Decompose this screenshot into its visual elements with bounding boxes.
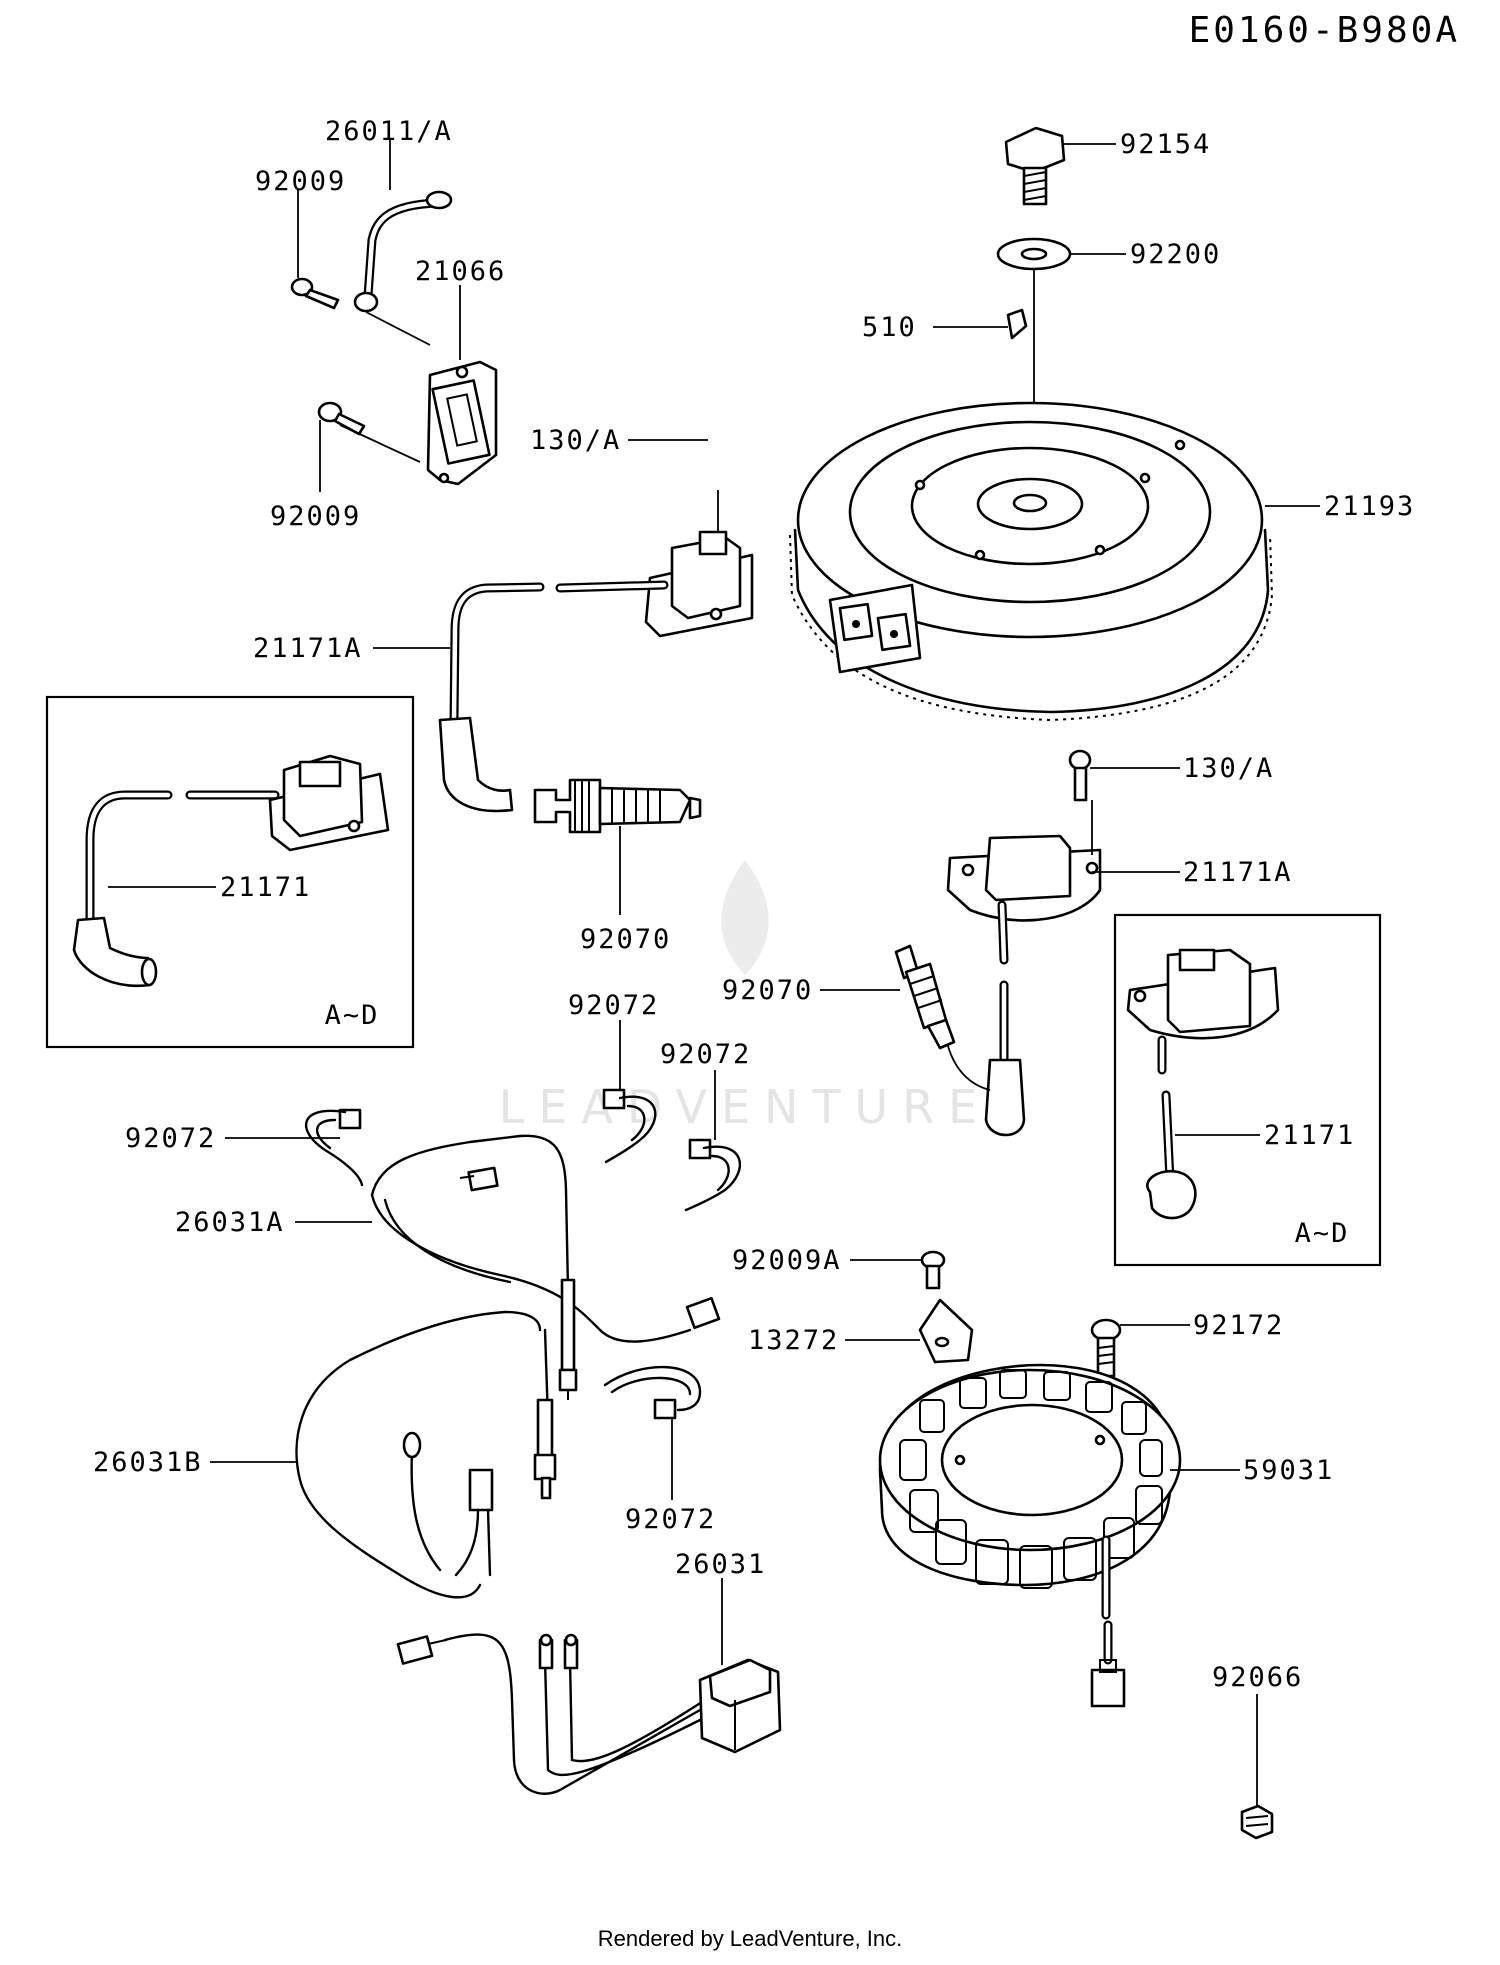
inset-box-right xyxy=(1113,913,1382,1267)
callout-26031: 26031 xyxy=(675,1549,766,1580)
callout-92072-a: 92072 xyxy=(568,990,659,1021)
spark-plug-92070-right xyxy=(894,944,991,1091)
callout-21171-inset-left: 21171 xyxy=(220,872,311,903)
washer-92200 xyxy=(996,237,1072,271)
callout-92154: 92154 xyxy=(1120,129,1211,160)
flywheel-21193 xyxy=(789,401,1274,722)
bolt-92154 xyxy=(1004,126,1066,206)
bolt-92009a xyxy=(920,1250,946,1290)
callout-92072-b: 92072 xyxy=(660,1039,751,1070)
leader-lines xyxy=(108,140,1320,1806)
ignition-coil-21171a-left xyxy=(438,530,754,813)
callout-92072-d: 92072 xyxy=(625,1504,716,1535)
screw-92009-bottom xyxy=(317,401,366,436)
callout-92009-top: 92009 xyxy=(255,166,346,197)
stator-59031 xyxy=(878,1363,1182,1708)
callout-13272: 13272 xyxy=(748,1325,839,1356)
callout-92072-c: 92072 xyxy=(125,1123,216,1154)
bolt-92172 xyxy=(1090,1318,1122,1378)
bracket-13272 xyxy=(918,1298,974,1364)
bolt-130a-right xyxy=(1068,749,1092,802)
ignition-coil-21171-inset-left xyxy=(72,754,390,988)
callout-21066: 21066 xyxy=(415,256,506,287)
ground-wire-26011a xyxy=(353,190,453,313)
callout-21171-inset-right: 21171 xyxy=(1264,1120,1355,1151)
clamp-92072-c xyxy=(684,1138,742,1212)
harness-26031b xyxy=(295,1310,557,1599)
callout-130a-top: 130/A xyxy=(530,425,621,456)
nut-92066 xyxy=(1240,1804,1274,1840)
callout-21171a-left: 21171A xyxy=(253,633,363,664)
watermark: LEADVENTURE xyxy=(499,860,992,1134)
inset-box-left xyxy=(45,695,415,1049)
callout-92009-bottom: 92009 xyxy=(270,501,361,532)
callout-130a-right: 130/A xyxy=(1183,753,1274,784)
callout-92200: 92200 xyxy=(1130,239,1221,270)
callout-26031a: 26031A xyxy=(175,1207,285,1238)
callout-26011a: 26011/A xyxy=(325,116,453,147)
clamp-92072-b xyxy=(602,1088,657,1164)
callout-labels: 26011/A 92009 21066 92009 92154 92200 51… xyxy=(93,116,1415,1693)
module-21066 xyxy=(426,360,498,486)
callout-21171a-right: 21171A xyxy=(1183,857,1293,888)
ignition-coil-21171-inset-right xyxy=(1126,948,1280,1220)
callout-21193: 21193 xyxy=(1324,491,1415,522)
watermark-text: LEADVENTURE xyxy=(499,1080,992,1134)
callout-510: 510 xyxy=(862,312,917,343)
screw-92009-top xyxy=(290,277,340,310)
footer-credit: Rendered by LeadVenture, Inc. xyxy=(598,1926,903,1951)
callout-26031b: 26031B xyxy=(93,1447,203,1478)
key-510 xyxy=(1006,308,1028,340)
clamp-92072-d xyxy=(603,1365,702,1420)
watermark-flame-icon xyxy=(721,860,769,975)
callout-92172: 92172 xyxy=(1193,1310,1284,1341)
harness-26031 xyxy=(396,1633,782,1795)
clamp-92072-a xyxy=(305,1108,364,1187)
inset-range-left: A~D xyxy=(325,1000,380,1031)
ignition-coil-21171a-right xyxy=(946,834,1102,1137)
callout-92009a: 92009A xyxy=(732,1245,842,1276)
callout-59031: 59031 xyxy=(1243,1455,1334,1486)
callout-92066: 92066 xyxy=(1212,1662,1303,1693)
harness-26031a xyxy=(370,1134,721,1400)
spark-plug-92070-left xyxy=(533,778,702,834)
callout-92070-right: 92070 xyxy=(722,975,813,1006)
inset-range-right: A~D xyxy=(1295,1218,1350,1249)
diagram-code: E0160-B980A xyxy=(1189,10,1460,51)
callout-92070-left: 92070 xyxy=(580,924,671,955)
